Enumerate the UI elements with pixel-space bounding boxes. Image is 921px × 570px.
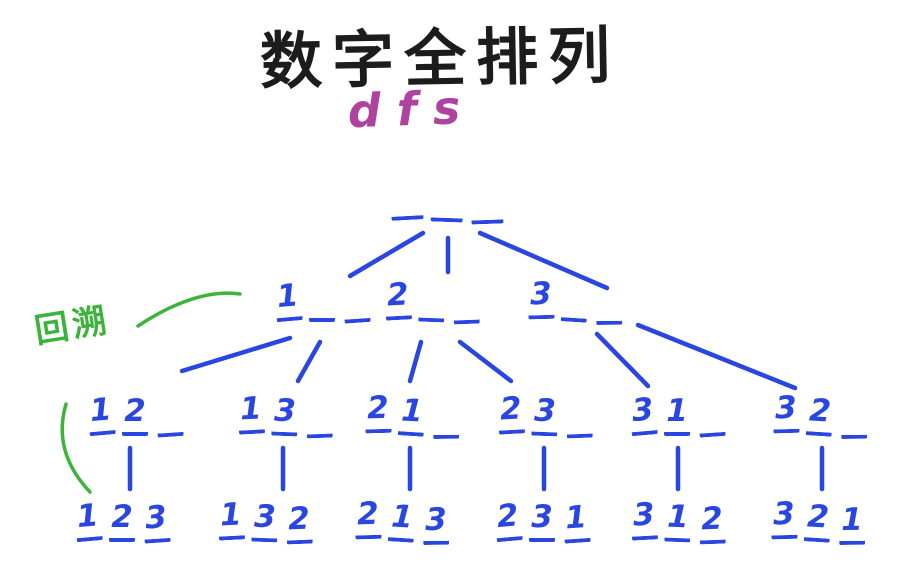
slot: 1 (387, 498, 417, 543)
slot: 2 (803, 498, 833, 543)
slot (309, 280, 335, 322)
slot (840, 396, 868, 440)
slot: 2 (122, 393, 148, 436)
slot: 3 (251, 499, 279, 543)
slot (452, 281, 480, 325)
node-132: 1 3 2 (216, 496, 313, 545)
slot (305, 395, 333, 439)
slot: 2 (383, 276, 413, 321)
node-31: 3 1 (628, 390, 726, 438)
slot: 2 (354, 496, 382, 540)
slot: 1 (664, 499, 692, 543)
slot (154, 393, 184, 438)
slot (418, 279, 446, 323)
slot (595, 282, 623, 326)
slot: 3 (422, 502, 450, 546)
node-12: 1 2 (86, 390, 184, 438)
slot: 2 (109, 499, 135, 542)
slot: 1 (397, 392, 427, 437)
slot (430, 197, 464, 223)
edge-root-1 (347, 230, 426, 279)
slot: 3 (271, 393, 299, 437)
node-3: 3 (527, 276, 623, 326)
node-123: 1 2 3 (73, 496, 171, 544)
slot: 1 (561, 499, 591, 544)
slot: 1 (664, 393, 690, 436)
slot (696, 393, 726, 438)
slot: 3 (772, 390, 800, 434)
backtrack-arrow-upper (136, 291, 242, 328)
edge-3-31 (594, 331, 651, 389)
node-213: 2 1 3 (354, 496, 450, 546)
node-32: 3 2 (772, 390, 868, 440)
edge-1-13 (295, 339, 323, 384)
node-2: 2 (383, 276, 480, 325)
edge-2-23 (457, 339, 514, 384)
slot (390, 195, 424, 221)
backtrack-arrow-lower (60, 402, 92, 494)
slot: 3 (141, 499, 171, 544)
slot: 3 (527, 276, 555, 320)
node-312: 3 1 2 (629, 496, 726, 545)
slot: 1 (216, 496, 246, 541)
slot: 3 (770, 496, 798, 540)
slot: 2 (493, 497, 523, 543)
slot: 3 (529, 499, 555, 542)
slot: 2 (496, 390, 526, 435)
node-231: 2 3 1 (493, 496, 591, 544)
slot: 1 (236, 390, 266, 435)
slot (565, 395, 593, 439)
slot: 3 (629, 496, 659, 541)
slot: 1 (273, 277, 303, 323)
node-root (390, 195, 504, 225)
slot: 2 (698, 501, 726, 545)
slot: 2 (285, 501, 313, 545)
slot (432, 396, 460, 440)
edge-1-12 (179, 335, 293, 374)
slot: 2 (805, 392, 835, 437)
slot: 1 (838, 502, 866, 546)
edge-3-32 (635, 322, 798, 391)
node-23: 2 3 (496, 390, 593, 439)
slot (470, 199, 504, 225)
slot: 3 (531, 393, 559, 437)
node-21: 2 1 (364, 390, 460, 440)
slot (560, 279, 590, 323)
slot (341, 279, 371, 324)
node-321: 3 2 1 (770, 496, 866, 546)
node-1: 1 (273, 276, 371, 324)
node-13: 1 3 (236, 390, 333, 439)
edge-2-21 (407, 339, 424, 384)
slot: 1 (86, 391, 116, 437)
slot: 2 (364, 390, 392, 434)
slot: 1 (73, 497, 103, 543)
slot: 3 (628, 391, 658, 437)
